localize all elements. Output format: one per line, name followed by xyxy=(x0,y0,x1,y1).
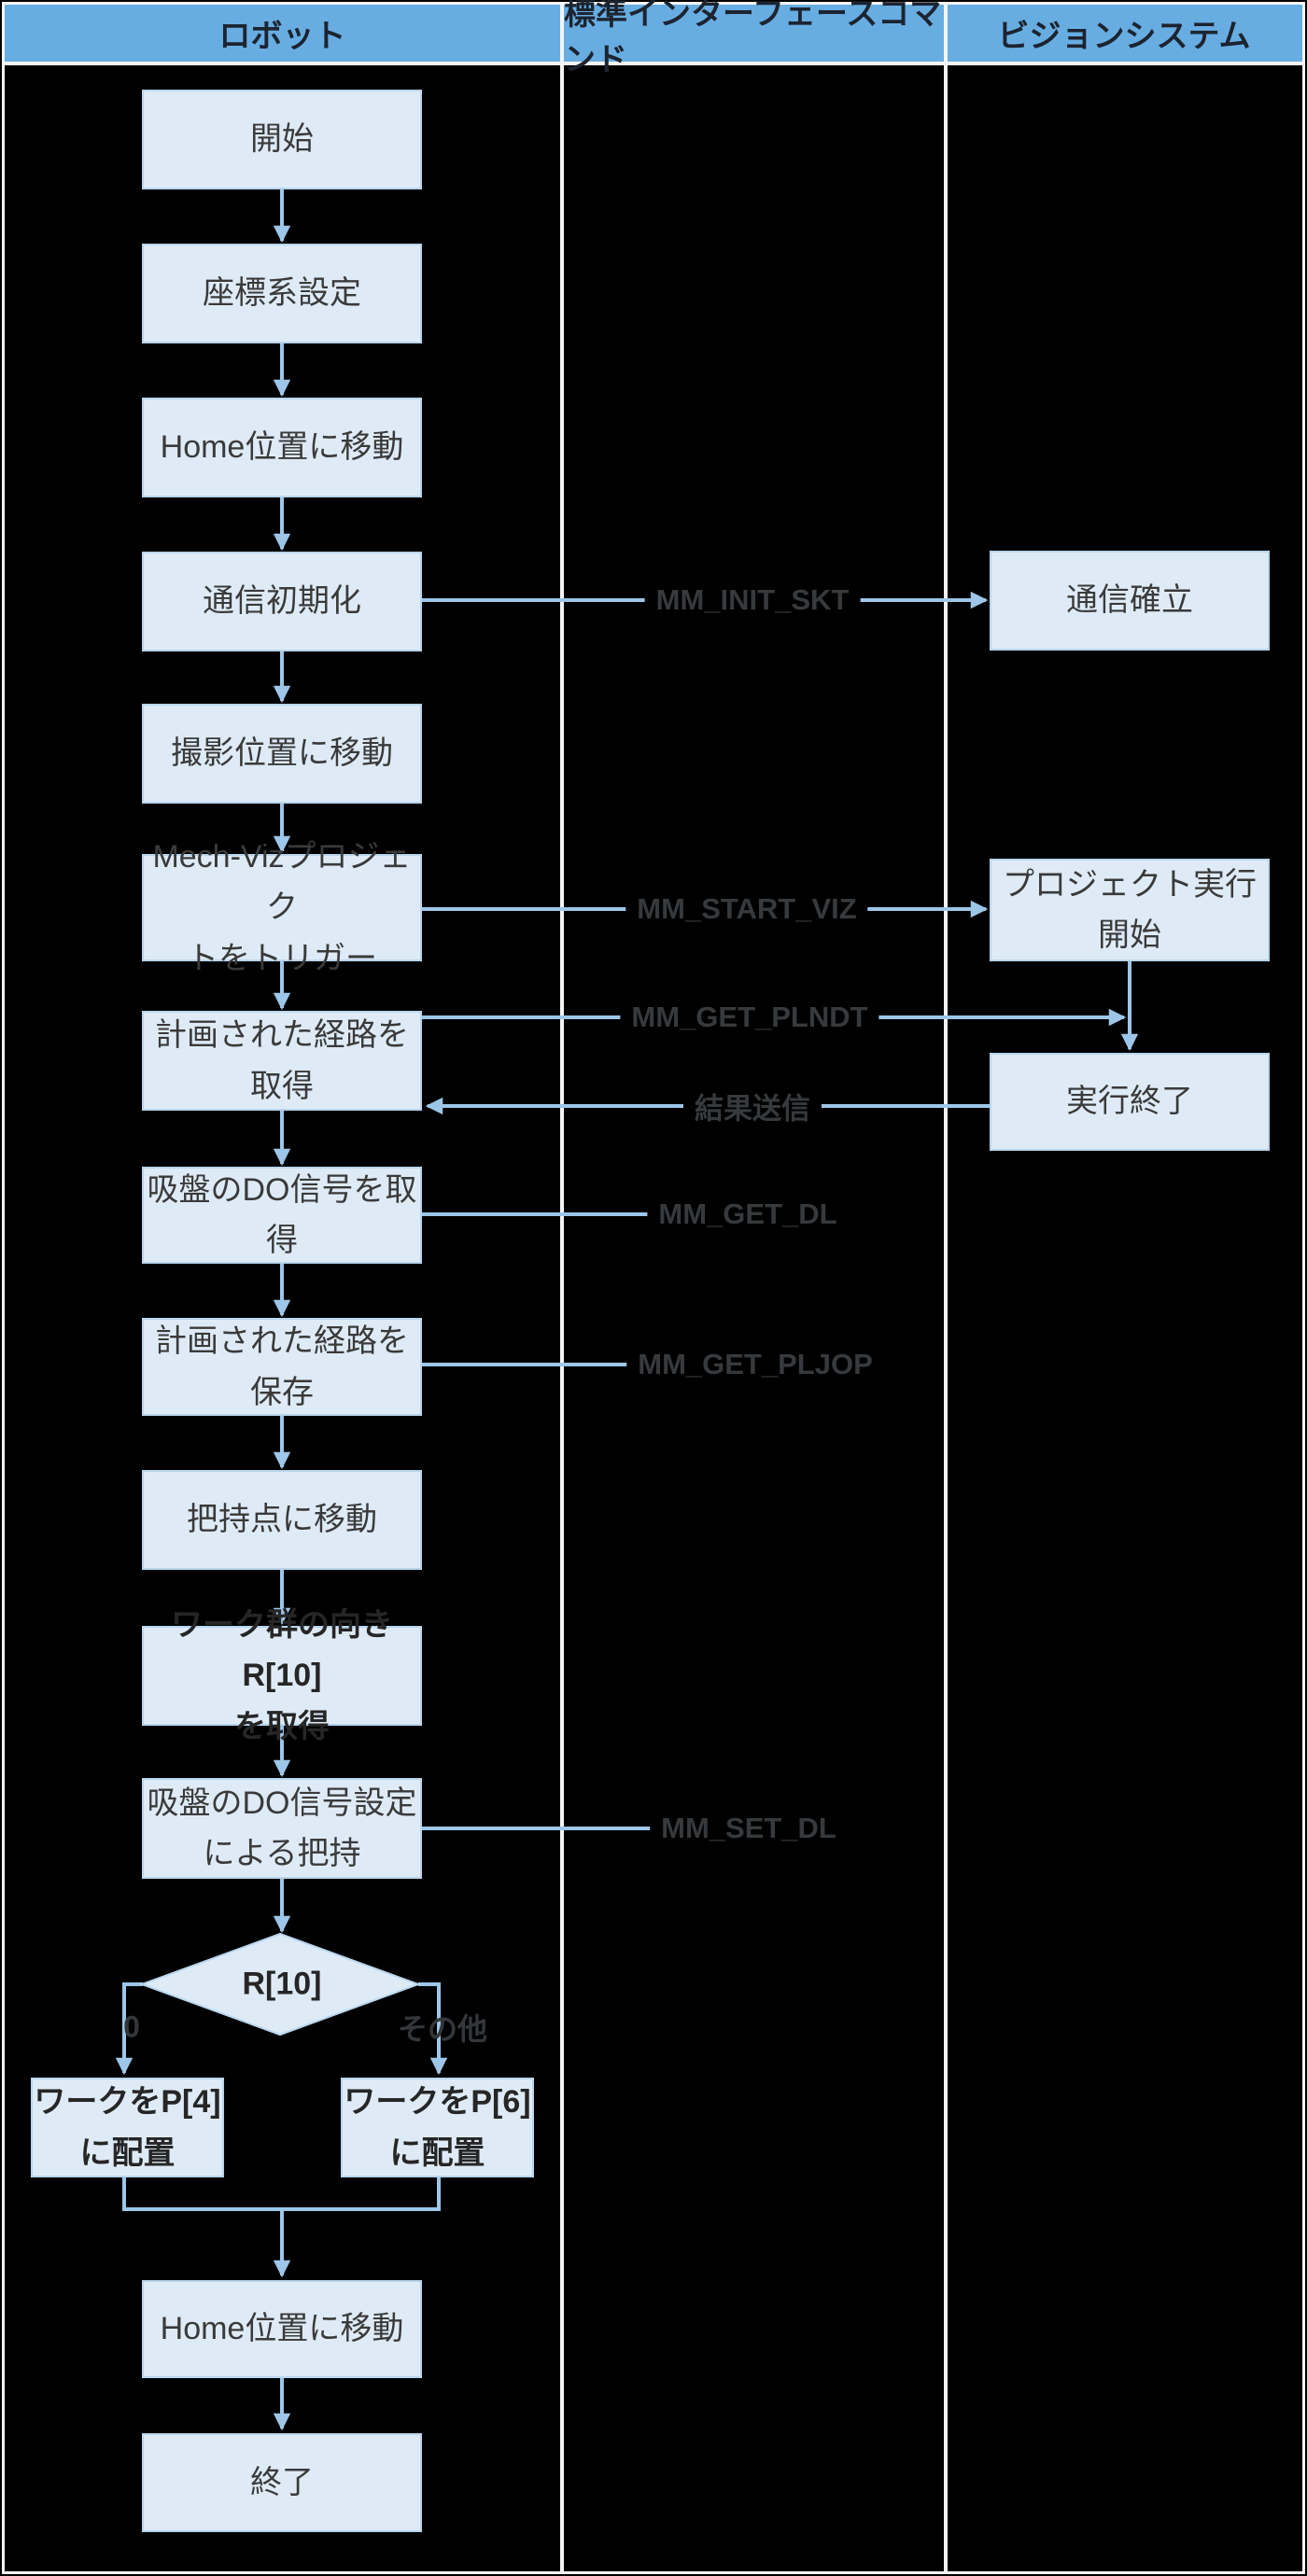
command-mm-get-pljop: MM_GET_PLJOP xyxy=(626,1346,884,1383)
node-home2: Home位置に移動 xyxy=(142,2280,422,2378)
lane-header-vision: ビジョンシステム xyxy=(997,19,1251,54)
column-divider-1 xyxy=(560,2,564,2574)
arrow-branch-right xyxy=(418,1982,448,2076)
node-comm-established: 通信確立 xyxy=(990,551,1270,651)
node-get-do: 吸盤のDO信号を取得 xyxy=(142,1167,422,1264)
node-move-grasp: 把持点に移動 xyxy=(142,1470,422,1570)
arrow-branch-left xyxy=(115,1982,143,2076)
column-divider-2 xyxy=(944,2,948,2574)
command-mm-init-skt: MM_INIT_SKT xyxy=(644,581,861,619)
command-mm-start-viz: MM_START_VIZ xyxy=(625,890,868,928)
command-mm-get-plndt: MM_GET_PLNDT xyxy=(620,999,879,1036)
node-get-r10: ワーク群の向きR[10] を取得 xyxy=(142,1607,422,1744)
node-proj-started: プロジェクト実行開始 xyxy=(990,859,1270,961)
header-separator-line xyxy=(2,62,1305,65)
node-move-photo: 撮影位置に移動 xyxy=(142,704,422,804)
lane-header-commands: 標準インターフェースコマンド xyxy=(564,0,942,77)
node-set-coord: 座標系設定 xyxy=(142,244,422,343)
node-exec-finished: 実行終了 xyxy=(990,1053,1270,1151)
node-end: 終了 xyxy=(142,2433,422,2532)
lane-header-robot: ロボット xyxy=(218,19,346,54)
node-comm-init: 通信初期化 xyxy=(142,552,422,651)
node-place-p4: ワークをP[4] に配置 xyxy=(31,2078,224,2177)
node-place-p6: ワークをP[6] に配置 xyxy=(341,2078,534,2177)
node-home1: Home位置に移動 xyxy=(142,398,422,497)
branch-label-other: その他 xyxy=(397,2012,488,2046)
header-background xyxy=(5,5,1302,62)
command-send-result: 結果送信 xyxy=(683,1083,822,1129)
node-get-path: 計画された経路を取得 xyxy=(142,1011,422,1111)
node-save-path: 計画された経路を保存 xyxy=(142,1318,422,1416)
branch-label-zero: 0 xyxy=(123,2009,140,2044)
command-mm-set-dl: MM_SET_DL xyxy=(650,1810,848,1847)
decision-label: R[10] xyxy=(242,1966,322,2002)
node-trigger-viz: Mech-Vizプロジェク トをトリガー xyxy=(142,839,422,976)
node-set-do: 吸盤のDO信号設定 による把持 xyxy=(142,1778,422,1879)
node-start: 開始 xyxy=(142,90,422,189)
command-mm-get-dl: MM_GET_DL xyxy=(647,1196,849,1233)
decision-diamond xyxy=(139,1932,421,2037)
